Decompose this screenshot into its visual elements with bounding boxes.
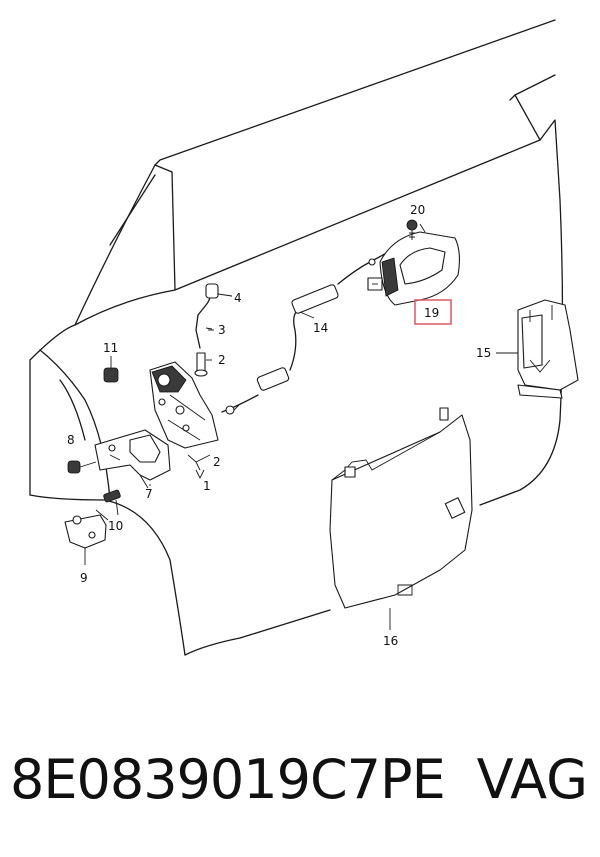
callout-1: 1 <box>203 479 211 493</box>
callout-3: 3 <box>218 323 226 337</box>
screw-20 <box>406 219 426 240</box>
bolt-11 <box>103 356 119 383</box>
part-number: 8E0839019C7PE <box>10 748 446 811</box>
lock-cable <box>221 311 297 415</box>
handle-cable <box>291 249 393 314</box>
callout-4: 4 <box>234 291 242 305</box>
callout-8: 8 <box>67 433 75 447</box>
screw-8 <box>67 460 97 474</box>
bolt-10 <box>103 489 121 516</box>
bracket-15 <box>496 299 579 399</box>
trim-panel-16 <box>329 407 473 630</box>
callout-19: 19 <box>424 306 439 320</box>
callout-20: 20 <box>410 203 425 217</box>
callout-15: 15 <box>476 346 491 360</box>
callout-7: 7 <box>145 487 153 501</box>
lock-rod <box>195 283 233 349</box>
footer: 8E0839019C7PE VAG <box>0 748 600 832</box>
callout-11: 11 <box>103 341 118 355</box>
handle-bracket-7 <box>94 429 171 489</box>
brand-label: VAG <box>476 748 588 811</box>
screw-2 <box>194 352 212 377</box>
callout-2-lock: 2 <box>213 455 221 469</box>
callout-2-screw: 2 <box>218 353 226 367</box>
inner-door-handle <box>367 231 461 306</box>
striker-9 <box>64 514 107 565</box>
exploded-door-diagram: 1 2 2 3 4 7 8 9 10 11 14 15 16 19 20 <box>29 19 579 656</box>
highlight-box-19 <box>414 299 452 325</box>
callout-16: 16 <box>383 634 398 648</box>
rod-clip <box>205 283 219 299</box>
callout-10: 10 <box>108 519 123 533</box>
leader-lines <box>95 295 315 521</box>
callout-9: 9 <box>80 571 88 585</box>
door-lock <box>149 361 219 471</box>
callout-14: 14 <box>313 321 328 335</box>
